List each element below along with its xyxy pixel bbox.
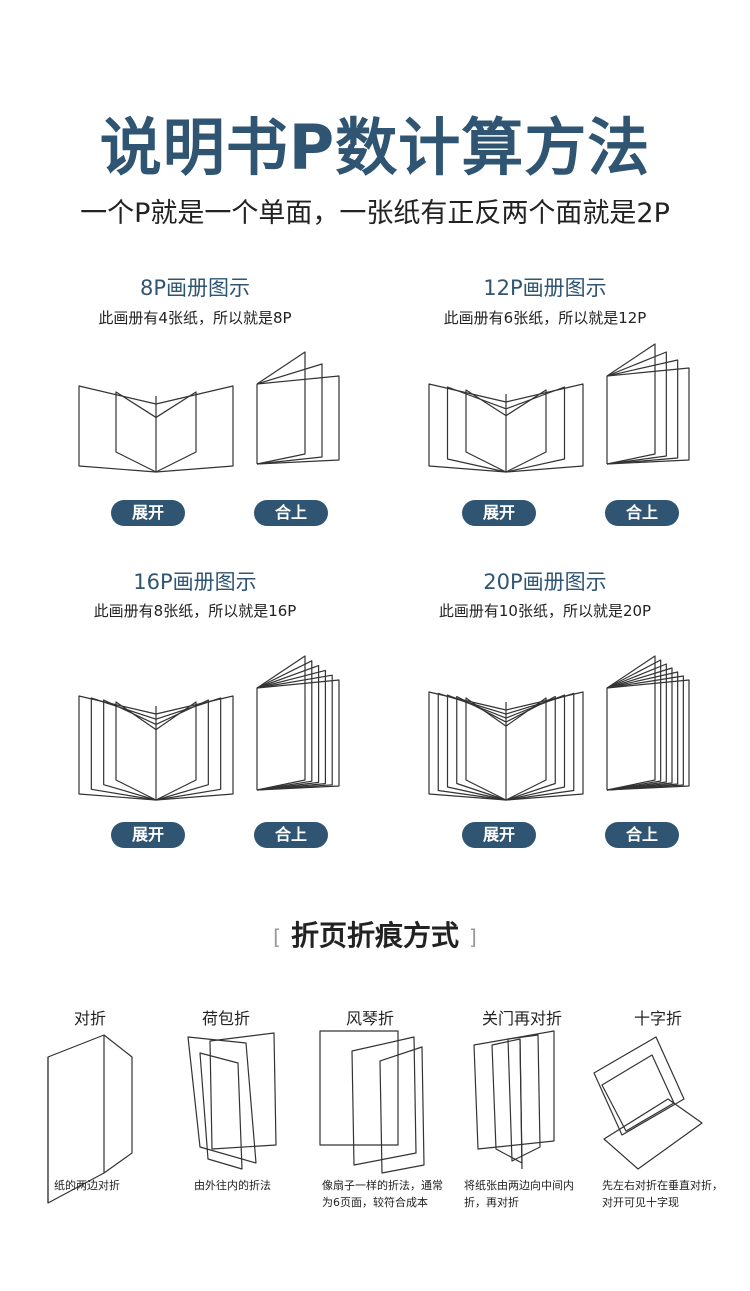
closed-book-page <box>606 659 662 791</box>
album-12p: 12P画册图示 此画册有6张纸，所以就是12P 展开 合上 <box>365 270 725 530</box>
book-page-right <box>505 691 584 801</box>
fold-method-title: 关门再对折 <box>481 1009 562 1028</box>
closed-book-illustration <box>256 655 340 791</box>
book-page-right <box>155 695 234 801</box>
book-page-right <box>155 385 234 473</box>
closed-book-page <box>256 674 333 791</box>
open-badge: 展开 <box>462 822 536 848</box>
book-page-right <box>505 383 584 473</box>
book-page-left <box>78 385 157 473</box>
closed-book-page <box>606 679 690 791</box>
album-desc: 此画册有10张纸，所以就是20P <box>438 602 652 620</box>
fold-method-title: 十字折 <box>633 1009 682 1028</box>
closed-book-page <box>256 363 323 465</box>
closed-book-page <box>606 351 667 465</box>
book-page-left <box>115 391 157 473</box>
book-page-left <box>437 692 507 801</box>
closed-book-page <box>256 351 306 465</box>
book-page-left <box>115 701 157 801</box>
book-page-left <box>465 697 507 801</box>
fold-method-desc: 先左右对折在垂直对折，对开可见十字现 <box>602 1179 723 1209</box>
book-page-right <box>505 386 566 473</box>
fold-method-desc: 将纸张由两边向中间内折，再对折 <box>464 1179 574 1209</box>
book-page-right <box>155 697 222 801</box>
book-page-right <box>155 391 197 473</box>
open-badge: 展开 <box>462 500 536 526</box>
book-page-left <box>78 695 157 801</box>
album-title: 12P画册图示 <box>483 276 607 300</box>
open-badge: 展开 <box>111 822 185 848</box>
book-page-right <box>155 699 209 801</box>
closed-book-page <box>606 655 656 791</box>
album-20p: 20P画册图示 此画册有10张纸，所以就是20P 展开 合上 <box>365 564 725 854</box>
book-page-left <box>428 383 507 473</box>
fold-method-title: 对折 <box>73 1009 106 1028</box>
close-badge: 合上 <box>254 500 328 526</box>
closed-book-page <box>606 367 690 465</box>
open-book-illustration <box>78 385 234 473</box>
open-book-illustration <box>428 691 584 801</box>
closed-book-page <box>606 343 656 465</box>
closed-book-illustration <box>256 351 340 465</box>
closed-book-page <box>606 359 679 465</box>
open-badge: 展开 <box>111 500 185 526</box>
fold-method-desc: 像扇子一样的折法，通常为6页面，较符合成本 <box>322 1179 443 1209</box>
closed-book-page <box>606 667 673 791</box>
close-badge: 合上 <box>605 500 679 526</box>
album-title: 8P画册图示 <box>139 276 251 300</box>
album-title: 20P画册图示 <box>483 570 607 594</box>
fold-section-heading: [ 折页折痕方式] <box>0 916 750 957</box>
accordion-fold-illustration <box>319 1030 425 1174</box>
book-page-right <box>505 692 575 801</box>
closed-book-page <box>256 665 320 791</box>
half-fold-illustration <box>47 1034 133 1204</box>
album-title: 16P画册图示 <box>133 570 257 594</box>
fold-method-desc: 由外往内的折法 <box>194 1179 271 1192</box>
book-page-left <box>90 697 157 801</box>
book-page-left <box>446 386 507 473</box>
open-book-illustration <box>78 695 234 801</box>
close-badge: 合上 <box>254 822 328 848</box>
closed-book-page <box>606 671 679 791</box>
closed-book-page <box>606 663 667 791</box>
album-8p: 8P画册图示 此画册有4张纸，所以就是8P 展开 合上 <box>15 270 375 530</box>
album-desc: 此画册有4张纸，所以就是8P <box>98 309 292 327</box>
gate-double-fold-illustration <box>473 1030 555 1170</box>
fold-method-title: 荷包折 <box>201 1009 250 1028</box>
bracket-right: ] <box>469 925 477 949</box>
closed-book-page <box>256 669 327 791</box>
album-desc: 此画册有6张纸，所以就是12P <box>443 309 647 327</box>
closed-book-illustration <box>606 655 690 791</box>
closed-book-page <box>256 655 306 791</box>
page-title: 说明书P数计算方法 <box>99 111 651 184</box>
fold-method-desc: 纸的两边对折 <box>54 1179 120 1192</box>
book-page-left <box>465 389 507 473</box>
close-badge: 合上 <box>605 822 679 848</box>
fold-method-title: 风琴折 <box>345 1009 394 1028</box>
album-desc: 此画册有8张纸，所以就是16P <box>93 602 297 620</box>
open-book-illustration <box>428 383 584 473</box>
closed-book-page <box>606 675 684 791</box>
closed-book-page <box>256 660 313 791</box>
pocket-fold-illustration <box>187 1032 277 1170</box>
book-page-right <box>505 389 547 473</box>
page-subtitle: 一个P就是一个单面，一张纸有正反两个面就是2P <box>80 198 670 229</box>
closed-book-page <box>256 679 340 791</box>
closed-book-illustration <box>606 343 690 465</box>
closed-book-page <box>256 375 340 465</box>
album-16p: 16P画册图示 此画册有8张纸，所以就是16P 展开 合上 <box>15 564 375 854</box>
cross-fold-illustration <box>593 1036 703 1170</box>
book-page-left <box>428 691 507 801</box>
fold-heading-text: 折页折痕方式 <box>290 919 459 952</box>
book-page-left <box>103 699 157 801</box>
book-page-right <box>155 701 197 801</box>
bracket-left: [ <box>273 925 281 949</box>
book-page-right <box>505 697 547 801</box>
